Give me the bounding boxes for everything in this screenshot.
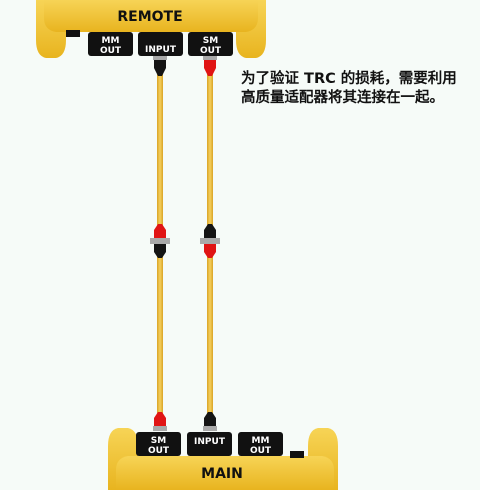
remote-sm-out-connector [203,56,217,76]
main-port-mm-out[interactable] [238,432,283,456]
main-port-mm-out-label-2: OUT [250,446,272,456]
remote-port-mm-out-label-2: OUT [100,46,122,56]
remote-input-connector [153,56,167,76]
main-title: MAIN [201,466,243,482]
adapter-right [200,224,220,258]
remote-body [44,0,258,32]
main-port-input-label: INPUT [194,437,226,447]
remote-port-sm-out-label-1: SM [203,36,218,46]
remote-port-sm-out[interactable] [188,32,233,56]
remote-port-input-label: INPUT [145,45,177,55]
remote-port-mm-out-label-1: MM [102,36,120,46]
adapter-left [150,224,170,258]
remote-port-mm-out[interactable] [88,32,133,56]
remote-device: REMOTE MM OUT INPUT SM OUT [36,0,266,58]
cable-right [207,74,213,414]
remote-title: REMOTE [117,9,182,25]
main-device: MAIN SM OUT INPUT MM OUT [108,428,338,490]
main-port-sm-out-label-2: OUT [148,446,170,456]
cable-left [157,74,163,414]
remote-port-input[interactable] [138,32,183,56]
main-sm-out-connector [153,412,167,431]
main-side-tab [290,451,304,458]
main-body [116,456,334,490]
remote-side-tab [66,30,80,37]
main-port-input[interactable] [187,432,232,456]
main-input-connector [203,412,217,431]
main-port-sm-out-label-1: SM [151,436,166,446]
remote-port-sm-out-label-2: OUT [200,46,222,56]
main-port-sm-out[interactable] [136,432,181,456]
instruction-note: 为了验证 TRC 的损耗，需要利用高质量适配器将其连接在一起。 [241,71,457,106]
main-port-mm-out-label-1: MM [252,436,270,446]
